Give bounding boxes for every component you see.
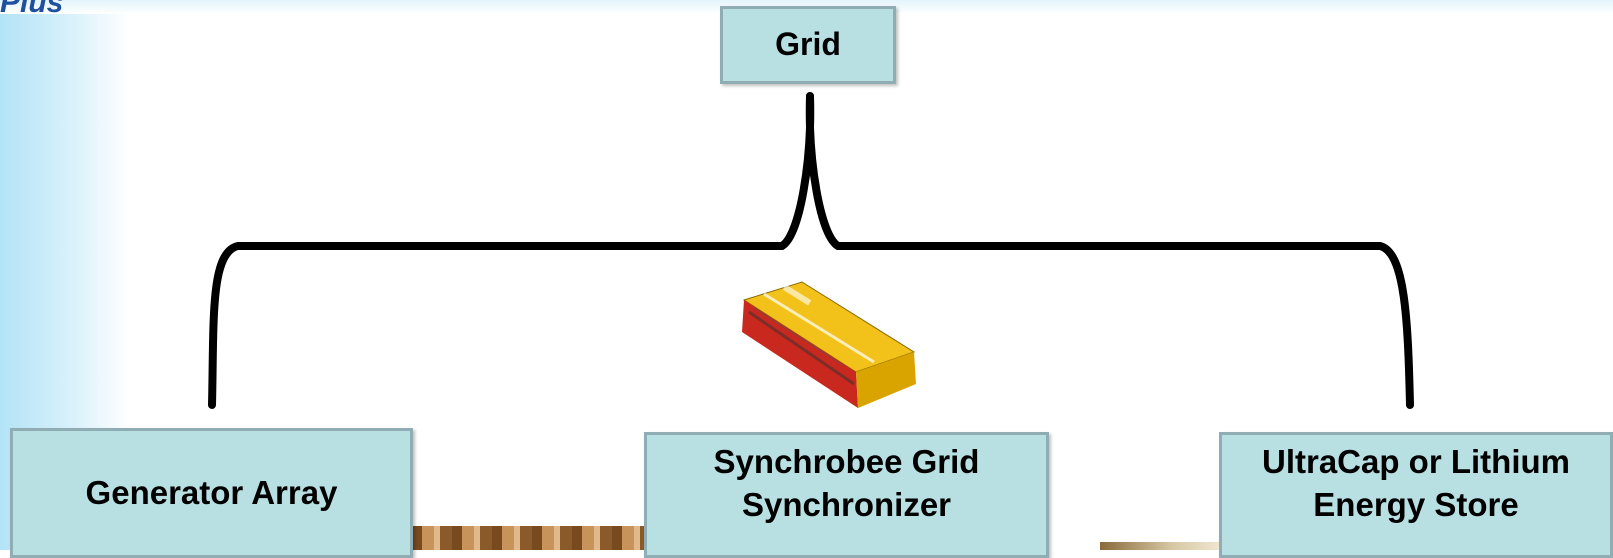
synchronizer-node: Synchrobee Grid Synchronizer xyxy=(644,432,1049,558)
logo-text: Plus xyxy=(0,0,64,19)
energy-store-photo xyxy=(1100,542,1219,550)
grid-node: Grid xyxy=(720,6,896,84)
generator-photo xyxy=(412,526,644,550)
generator-array-node: Generator Array xyxy=(10,428,413,558)
synchronizer-label: Synchrobee Grid Synchronizer xyxy=(713,443,980,523)
generator-array-label: Generator Array xyxy=(85,473,338,511)
synchronizer-device-icon xyxy=(742,281,916,408)
energy-store-label: UltraCap or Lithium Energy Store xyxy=(1261,443,1570,523)
grid-label: Grid xyxy=(775,26,841,63)
energy-store-node: UltraCap or Lithium Energy Store xyxy=(1219,432,1613,558)
